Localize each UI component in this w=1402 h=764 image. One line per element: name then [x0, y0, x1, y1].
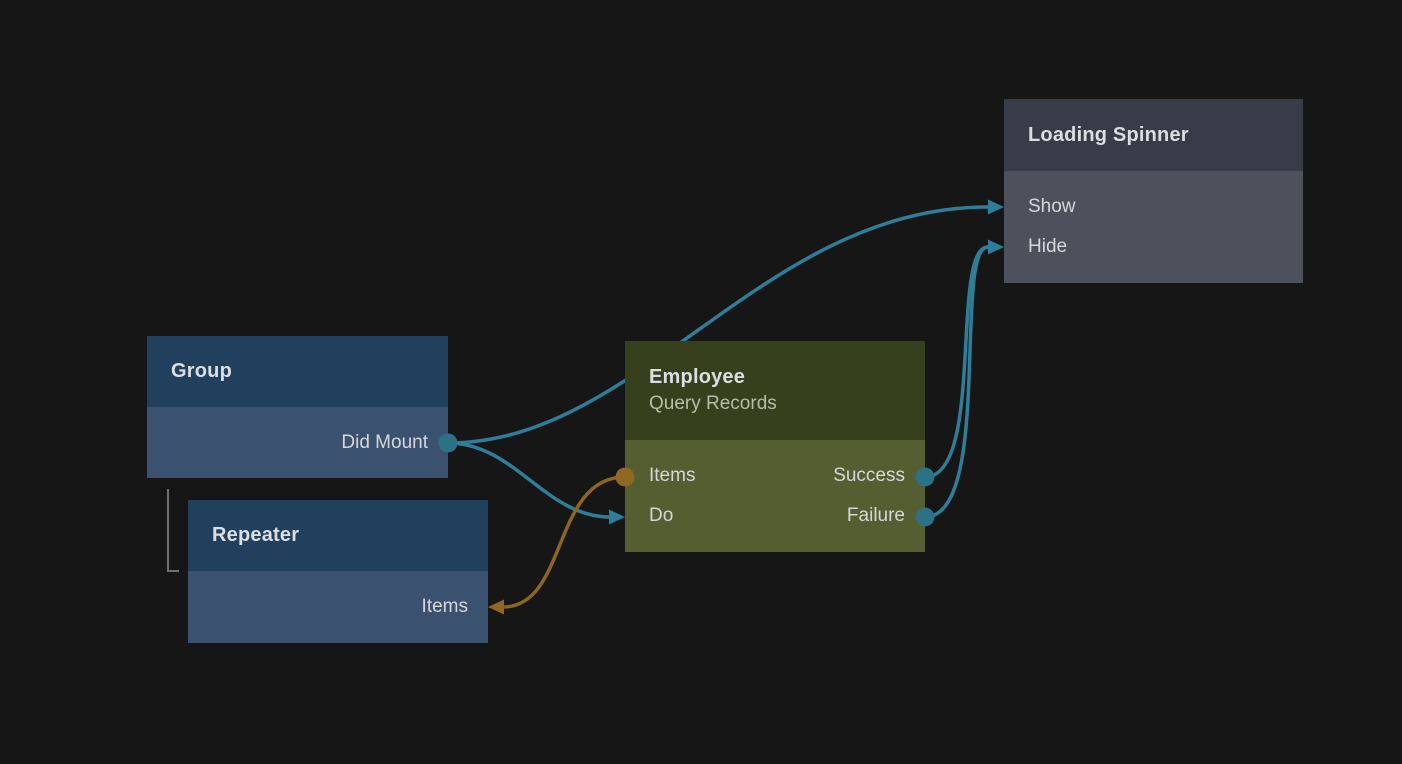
node-group-title: Group — [171, 360, 232, 382]
port-did-mount-label: Did Mount — [341, 431, 428, 453]
node-repeater[interactable]: Repeater Items — [188, 500, 488, 643]
port-employee-items-label[interactable]: Items — [649, 465, 696, 486]
node-employee-query-records[interactable]: Employee Query Records Items Success Do … — [625, 341, 925, 552]
arrowhead-hide-icon[interactable] — [988, 239, 1004, 255]
node-loading-spinner-title: Loading Spinner — [1028, 123, 1189, 146]
wire-employeeitems-to-repeateritems[interactable] — [502, 475, 626, 609]
arrowhead-repeater-items-icon[interactable] — [488, 599, 504, 615]
wire-failure-to-hide[interactable] — [924, 245, 989, 519]
wire-didmount-to-do[interactable] — [447, 441, 611, 519]
node-group[interactable]: Group Did Mount — [147, 336, 448, 478]
node-loading-spinner-body: Show Hide — [1004, 171, 1303, 283]
node-repeater-body: Items — [188, 571, 488, 643]
node-employee-header: Employee Query Records — [625, 341, 925, 440]
port-employee-do-label[interactable]: Do — [649, 505, 674, 526]
port-row-repeater-items[interactable]: Items — [188, 571, 488, 643]
node-employee-subtitle: Query Records — [649, 393, 777, 414]
arrowhead-do-icon[interactable] — [609, 509, 625, 525]
arrowhead-show-icon[interactable] — [988, 199, 1004, 215]
node-repeater-header: Repeater — [188, 500, 488, 571]
node-group-header: Group — [147, 336, 448, 407]
port-repeater-items-label: Items — [421, 596, 468, 617]
hierarchy-bracket-group-repeater — [167, 489, 179, 572]
node-employee-body: Items Success Do Failure — [625, 440, 925, 552]
port-row-show[interactable]: Show — [1004, 187, 1303, 227]
wire-success-to-hide[interactable] — [924, 245, 989, 479]
port-employee-success-label[interactable]: Success — [833, 465, 905, 486]
node-loading-spinner-header: Loading Spinner — [1004, 99, 1303, 171]
port-row-did-mount[interactable]: Did Mount — [147, 407, 448, 478]
port-employee-failure-label[interactable]: Failure — [846, 505, 905, 526]
port-row-items-success: Items Success — [625, 456, 925, 496]
wire-didmount-to-show[interactable] — [447, 205, 989, 445]
port-show-label: Show — [1028, 196, 1076, 217]
port-hide-label: Hide — [1028, 236, 1068, 257]
port-row-do-failure: Do Failure — [625, 496, 925, 536]
node-repeater-title: Repeater — [212, 524, 300, 546]
node-employee-title: Employee — [649, 366, 746, 388]
node-group-body: Did Mount — [147, 407, 448, 478]
node-loading-spinner[interactable]: Loading Spinner Show Hide — [1004, 99, 1303, 283]
port-row-hide[interactable]: Hide — [1004, 227, 1303, 267]
